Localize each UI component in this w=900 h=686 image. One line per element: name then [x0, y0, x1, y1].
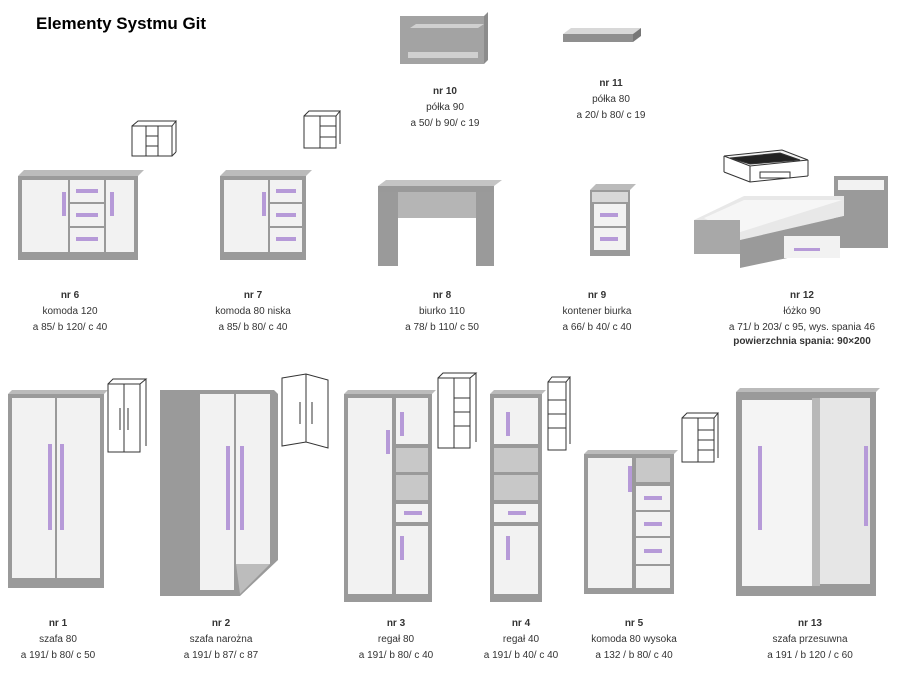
komoda-80-niska-image	[220, 170, 312, 262]
szafa-przesuwna-image	[736, 388, 880, 598]
sketch-szafa-narozna	[280, 372, 330, 452]
page-title: Elementy Systmu Git	[36, 14, 207, 33]
komoda-80-wysoka-image	[584, 450, 678, 594]
sketch-komoda-120	[130, 120, 178, 158]
szafa-80-image	[8, 390, 108, 590]
lozko-90-image	[694, 176, 890, 268]
sketch-komoda-80-wysoka	[680, 412, 720, 464]
biurko-110-image	[378, 180, 502, 266]
shelf-80-image	[563, 28, 643, 50]
sketch-szafa-80	[106, 378, 148, 454]
sketch-regal-40	[546, 376, 572, 452]
regal-40-image	[490, 390, 546, 604]
regal-80-image	[344, 390, 436, 604]
kontener-biurka-image	[590, 184, 636, 256]
komoda-120-image	[18, 170, 144, 262]
szafa-narozna-image	[160, 390, 280, 600]
sketch-regal-80	[436, 372, 478, 450]
shelf-90-image	[398, 12, 490, 70]
sketch-bed	[720, 142, 810, 184]
sketch-komoda-80	[302, 110, 342, 150]
